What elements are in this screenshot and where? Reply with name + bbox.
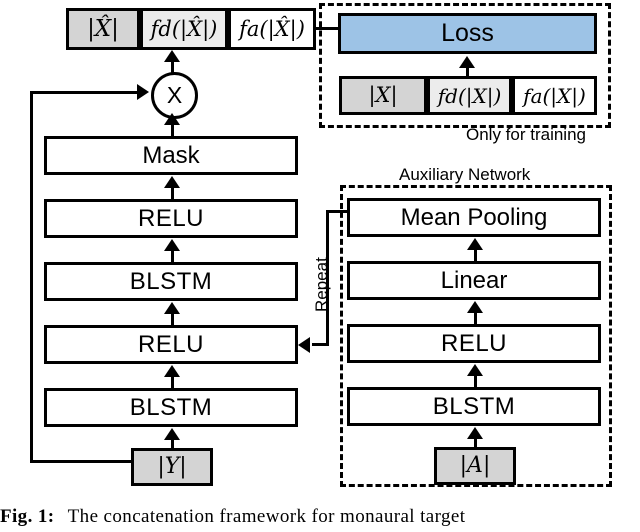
mask-to-multiply-arrowhead — [164, 113, 180, 125]
loss-label: Loss — [441, 19, 494, 47]
blstm2-to-relu2-line — [171, 376, 174, 389]
multiply-node: X — [151, 72, 198, 119]
relu-to-linear-arrowhead — [467, 301, 483, 313]
aux-layer-linear: Linear — [347, 261, 601, 300]
blstm-to-relu-line — [474, 375, 477, 388]
target-concat-cell-1-label: fd(|X|) — [437, 83, 502, 108]
main-input-y-label: |Y| — [157, 454, 187, 479]
relu2-to-blstm1-arrowhead — [164, 302, 180, 314]
aux-layer-relu: RELU — [347, 324, 601, 363]
aux-layer-blstm-label: BLSTM — [432, 392, 516, 420]
loss-box: Loss — [338, 13, 597, 54]
output-concat-cell-2-label: fa(|X̂|) — [239, 16, 305, 41]
main-layer-relu-2-label: RELU — [137, 330, 205, 358]
residual-feedback-arrowhead — [137, 84, 149, 100]
main-input-y: |Y| — [131, 448, 213, 486]
output-concat-cell-0-label: |X̂| — [87, 15, 119, 42]
main-layer-mask-label: Mask — [142, 141, 200, 169]
residual-feedback-vertical — [30, 91, 33, 463]
main-layer-blstm-2: BLSTM — [44, 388, 298, 427]
blstm-to-relu-arrowhead — [467, 364, 483, 376]
concat-to-loss-line — [316, 27, 346, 30]
input-to-blstm-line — [474, 437, 477, 449]
residual-feedback-top — [30, 91, 140, 94]
linear-to-meanpool-line — [474, 249, 477, 262]
main-layer-relu-1-label: RELU — [137, 204, 205, 232]
blstm1-to-relu1-arrowhead — [164, 239, 180, 251]
aux-layer-relu-label: RELU — [440, 329, 508, 357]
figure-caption-prefix: Fig. 1: — [0, 506, 55, 527]
linear-to-meanpool-arrowhead — [467, 238, 483, 250]
repeat-bottom-line — [312, 343, 329, 346]
main-layer-relu-2: RELU — [44, 325, 298, 364]
target-to-loss-arrowhead — [459, 56, 475, 68]
input-to-blstm2-line — [171, 438, 174, 450]
multiply-to-concat-arrowhead — [164, 50, 180, 62]
only-for-training-region — [319, 3, 611, 128]
figure-caption: Fig. 1: The concatenation framework for … — [0, 506, 640, 528]
main-layer-relu-1: RELU — [44, 199, 298, 238]
target-concat-cell-2: fa(|X|) — [512, 76, 597, 115]
residual-feedback-bottom — [30, 460, 138, 463]
aux-layer-blstm: BLSTM — [347, 387, 601, 426]
aux-input-a: |A| — [434, 447, 516, 485]
blstm2-to-relu2-arrowhead — [164, 365, 180, 377]
aux-layer-linear-label: Linear — [440, 266, 508, 294]
main-layer-blstm-1-label: BLSTM — [129, 267, 213, 295]
multiply-to-concat-line — [171, 62, 174, 76]
repeat-vertical-line — [326, 210, 329, 345]
target-concat-cell-0-label: |X| — [368, 83, 398, 107]
mask-to-multiply-line — [171, 125, 174, 139]
target-concat-cell-2-label: fa(|X|) — [523, 83, 586, 108]
aux-input-a-label: |A| — [459, 453, 491, 478]
output-concat-cell-2: fa(|X̂|) — [228, 8, 316, 50]
input-to-blstm-arrowhead — [467, 427, 483, 439]
output-concat-cell-0: |X̂| — [66, 8, 140, 50]
multiply-node-label: X — [166, 82, 183, 108]
input-to-blstm2-arrowhead — [164, 428, 180, 440]
relu1-to-mask-arrowhead — [164, 176, 180, 188]
relu2-to-blstm1-line — [171, 313, 174, 326]
auxiliary-network-region — [340, 185, 612, 487]
main-layer-blstm-2-label: BLSTM — [129, 393, 213, 421]
target-concat-cell-0: |X| — [339, 76, 427, 115]
output-concat-cell-1-label: fd(|X̂|) — [150, 16, 218, 41]
target-concat-cell-1: fd(|X|) — [427, 76, 512, 115]
relu-to-linear-line — [474, 312, 477, 325]
only-for-training-label: Only for training — [466, 125, 586, 144]
main-layer-mask: Mask — [44, 136, 298, 175]
repeat-arrowhead — [298, 337, 310, 353]
figure-caption-text: The concatenation framework for monaural… — [67, 506, 466, 527]
aux-layer-mean-pooling: Mean Pooling — [347, 198, 601, 237]
output-concat-cell-1: fd(|X̂|) — [140, 8, 228, 50]
blstm1-to-relu1-line — [171, 250, 174, 263]
auxiliary-network-title: Auxiliary Network — [399, 165, 531, 184]
main-layer-blstm-1: BLSTM — [44, 262, 298, 301]
relu1-to-mask-line — [171, 187, 174, 200]
aux-layer-mean-pooling-label: Mean Pooling — [400, 203, 548, 231]
